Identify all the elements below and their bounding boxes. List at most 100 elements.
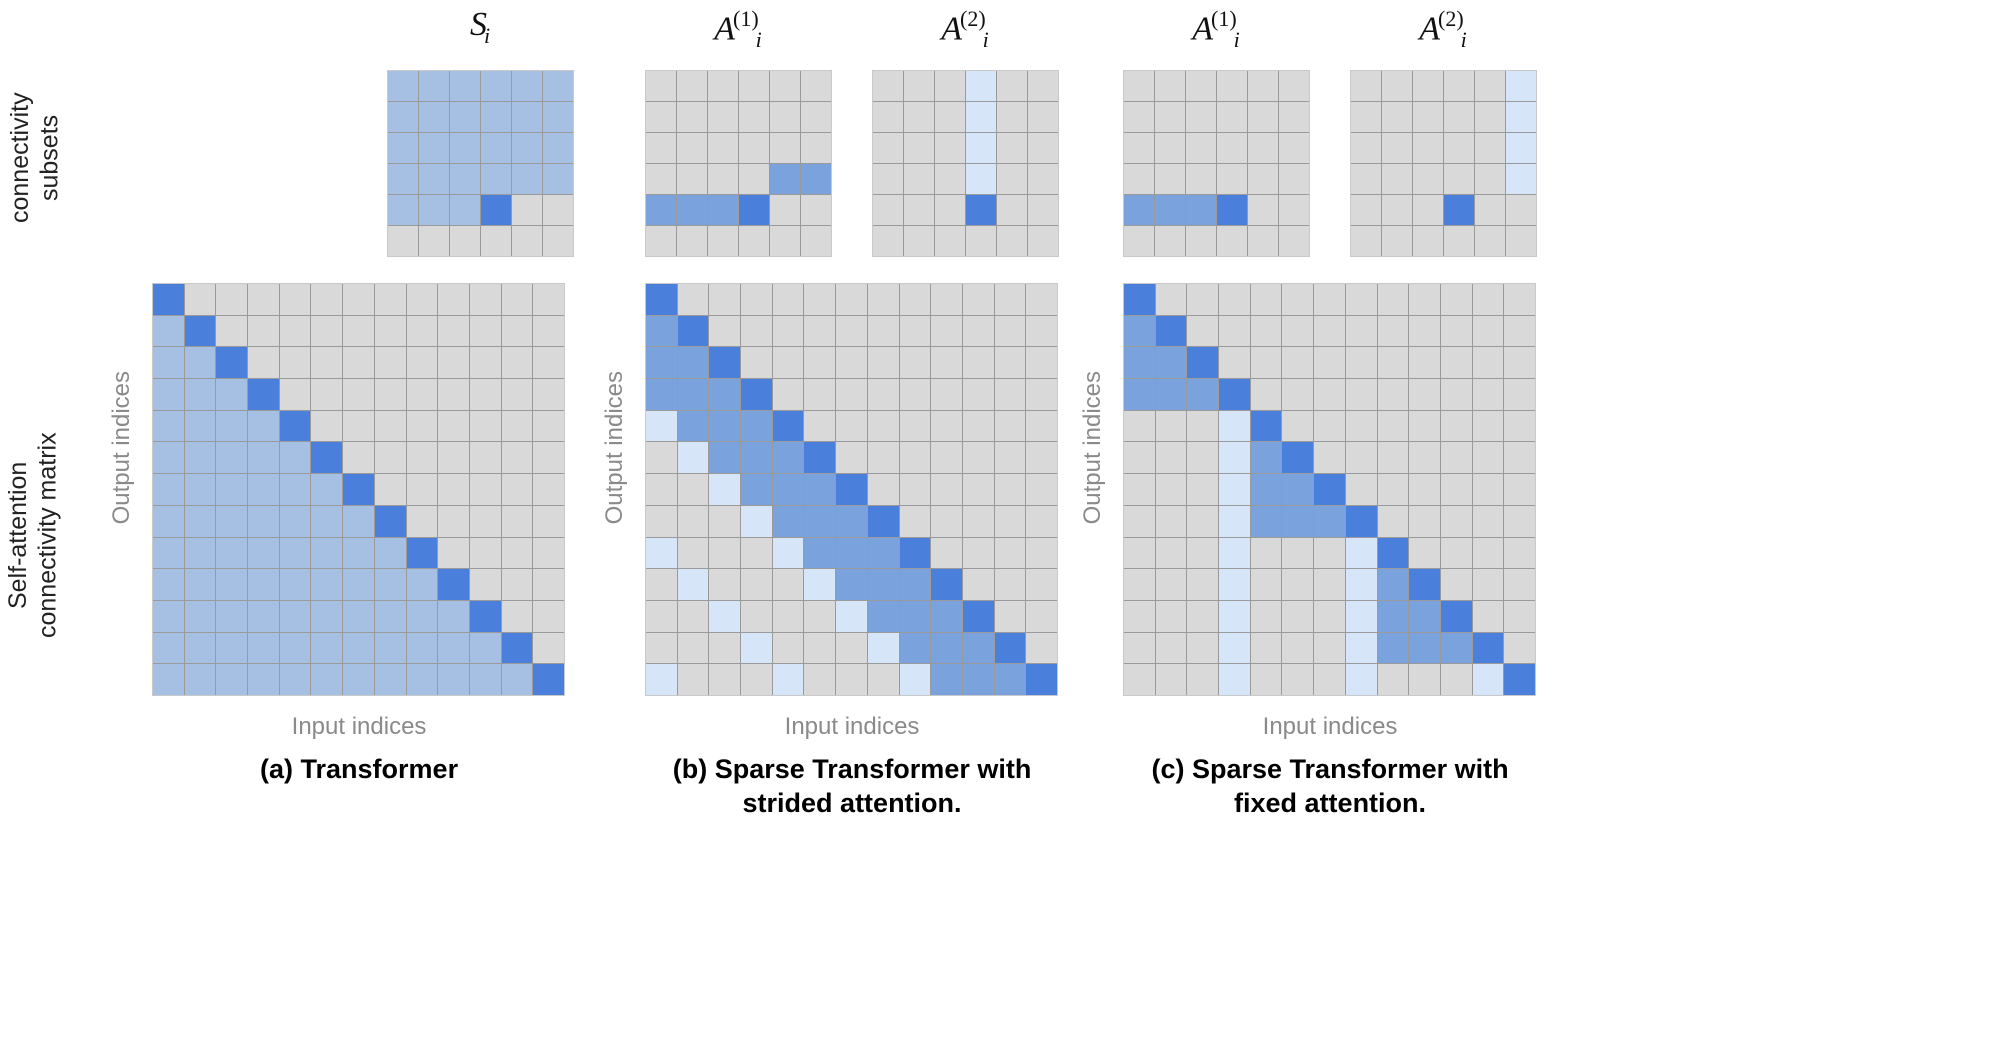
matrix-cell — [216, 410, 248, 442]
matrix-cell — [994, 315, 1026, 347]
matrix-label-base: A — [1192, 10, 1213, 48]
matrix-label-superscript: (2) — [960, 6, 986, 31]
matrix-cell — [1026, 569, 1057, 600]
matrix-cell — [184, 315, 216, 347]
subset-cell — [904, 195, 934, 225]
matrix-cell — [1282, 569, 1314, 600]
matrix-cell — [646, 569, 677, 600]
subset-cell — [646, 133, 676, 163]
subset-cell — [739, 133, 769, 163]
matrix-cell — [469, 284, 501, 315]
matrix-cell — [1282, 347, 1314, 379]
matrix-label-superscript: (2) — [1438, 6, 1464, 31]
subset-cell — [512, 195, 542, 225]
matrix-cell — [533, 632, 564, 664]
matrix-cell — [867, 537, 899, 569]
matrix-cell — [1472, 569, 1504, 600]
subset-cell — [1279, 226, 1309, 256]
matrix-cell — [899, 347, 931, 379]
subset-cell — [873, 71, 903, 101]
matrix-cell — [962, 284, 994, 315]
matrix-cell — [1504, 315, 1535, 347]
matrix-cell — [1250, 442, 1282, 474]
matrix-cell — [184, 664, 216, 695]
matrix-label-a-i-1-fixed: A(1)i — [1116, 6, 1316, 53]
matrix-cell — [438, 537, 469, 569]
row-label-connectivity-subsets: connectivity subsets — [6, 92, 64, 223]
matrix-cell — [406, 379, 438, 410]
matrix-cell — [931, 600, 962, 632]
matrix-cell — [994, 632, 1026, 664]
subset-cell — [1124, 195, 1154, 225]
matrix-cell — [1345, 284, 1377, 315]
subset-cell — [1217, 133, 1247, 163]
matrix-cell — [931, 664, 962, 695]
matrix-cell — [1282, 537, 1314, 569]
matrix-cell — [646, 347, 677, 379]
matrix-cell — [1314, 347, 1345, 379]
matrix-cell — [1440, 442, 1472, 474]
matrix-cell — [469, 379, 501, 410]
subset-cell — [1444, 226, 1474, 256]
subset-cell — [904, 102, 934, 132]
matrix-cell — [962, 632, 994, 664]
matrix-cell — [279, 600, 311, 632]
y-axis-label-c: Output indices — [1079, 371, 1106, 525]
matrix-cell — [279, 410, 311, 442]
subset-cell — [1444, 195, 1474, 225]
matrix-cell — [1026, 284, 1057, 315]
matrix-cell — [153, 379, 184, 410]
matrix-cell — [374, 537, 406, 569]
matrix-cell — [184, 379, 216, 410]
matrix-cell — [1440, 410, 1472, 442]
matrix-cell — [1440, 569, 1472, 600]
matrix-label-base: A — [1419, 10, 1440, 48]
matrix-cell — [311, 442, 343, 474]
matrix-cell — [899, 600, 931, 632]
matrix-cell — [343, 474, 374, 505]
matrix-cell — [438, 632, 469, 664]
subset-cell — [1217, 195, 1247, 225]
matrix-cell — [1345, 505, 1377, 537]
matrix-cell — [216, 569, 248, 600]
matrix-cell — [438, 442, 469, 474]
subset-cell — [1186, 102, 1216, 132]
matrix-cell — [1155, 347, 1187, 379]
x-axis-label-b: Input indices — [784, 713, 920, 741]
subset-cell — [1413, 102, 1443, 132]
matrix-cell — [804, 537, 836, 569]
matrix-cell — [741, 569, 772, 600]
matrix-cell — [867, 284, 899, 315]
matrix-cell — [804, 442, 836, 474]
matrix-cell — [343, 284, 374, 315]
matrix-cell — [1187, 284, 1219, 315]
matrix-cell — [1409, 284, 1440, 315]
connectivity-subset-grid-a1-strided — [645, 70, 832, 257]
matrix-cell — [1124, 664, 1155, 695]
matrix-cell — [438, 379, 469, 410]
matrix-cell — [646, 379, 677, 410]
subset-cell — [708, 133, 738, 163]
matrix-cell — [216, 537, 248, 569]
matrix-cell — [899, 664, 931, 695]
subset-cell — [1155, 226, 1185, 256]
matrix-cell — [709, 284, 741, 315]
matrix-cell — [343, 569, 374, 600]
matrix-cell — [1250, 474, 1282, 505]
matrix-cell — [374, 632, 406, 664]
matrix-cell — [1250, 347, 1282, 379]
subset-cell — [1351, 226, 1381, 256]
matrix-label-superscript: (1) — [733, 6, 759, 31]
matrix-cell — [1026, 505, 1057, 537]
connectivity-subset-grid-s-i — [387, 70, 574, 257]
matrix-cell — [677, 315, 709, 347]
matrix-cell — [709, 569, 741, 600]
matrix-cell — [1124, 315, 1155, 347]
y-axis-label-a: Output indices — [108, 371, 135, 525]
subset-cell — [708, 71, 738, 101]
subset-cell — [1279, 71, 1309, 101]
matrix-cell — [406, 600, 438, 632]
matrix-cell — [899, 505, 931, 537]
matrix-cell — [1377, 347, 1409, 379]
matrix-cell — [1187, 569, 1219, 600]
